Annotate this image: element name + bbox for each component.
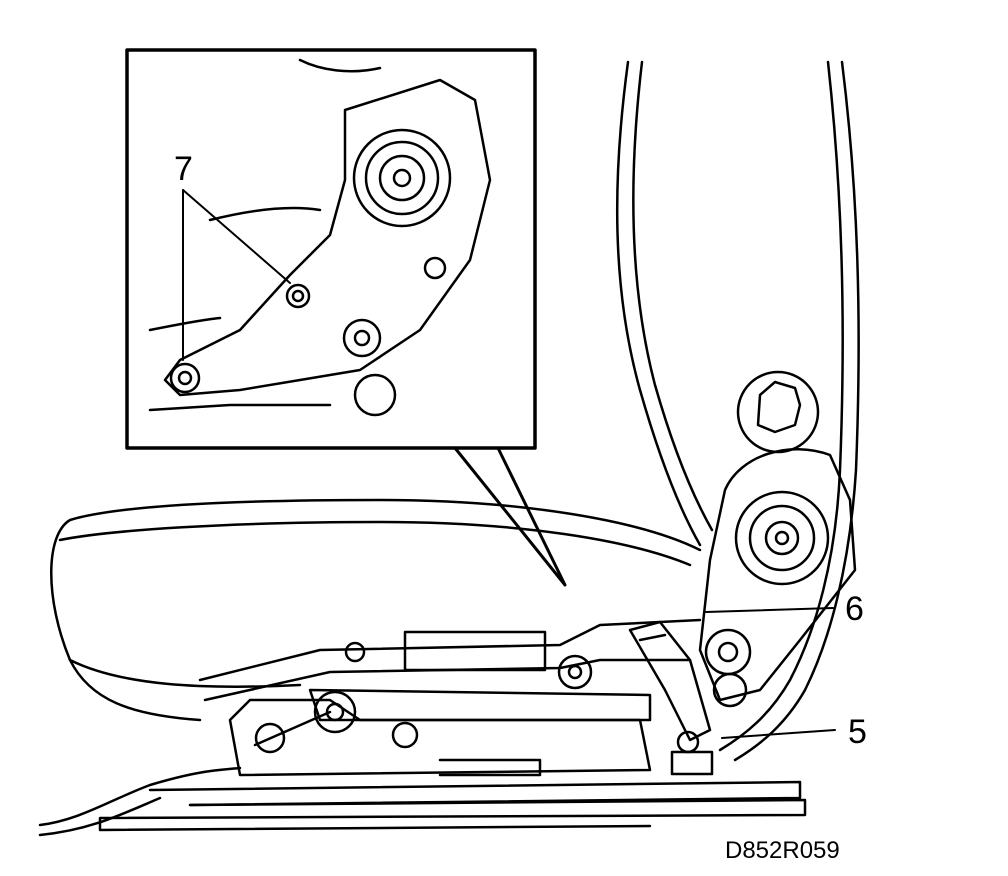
- detail-inset: [125, 48, 567, 587]
- callout-6: 6: [845, 590, 864, 628]
- seat-slide-bracket: [228, 690, 714, 777]
- seat-side-frame: [198, 618, 702, 722]
- recliner-mechanism: [698, 370, 857, 708]
- callout-7: 7: [174, 150, 193, 188]
- seat-cushion: [50, 498, 702, 722]
- callout-5: 5: [848, 713, 867, 751]
- seat-rails: [38, 766, 807, 837]
- leader-lines: [182, 189, 836, 739]
- belt-anchor: [628, 620, 712, 754]
- drawing-code: D852R059: [725, 837, 840, 864]
